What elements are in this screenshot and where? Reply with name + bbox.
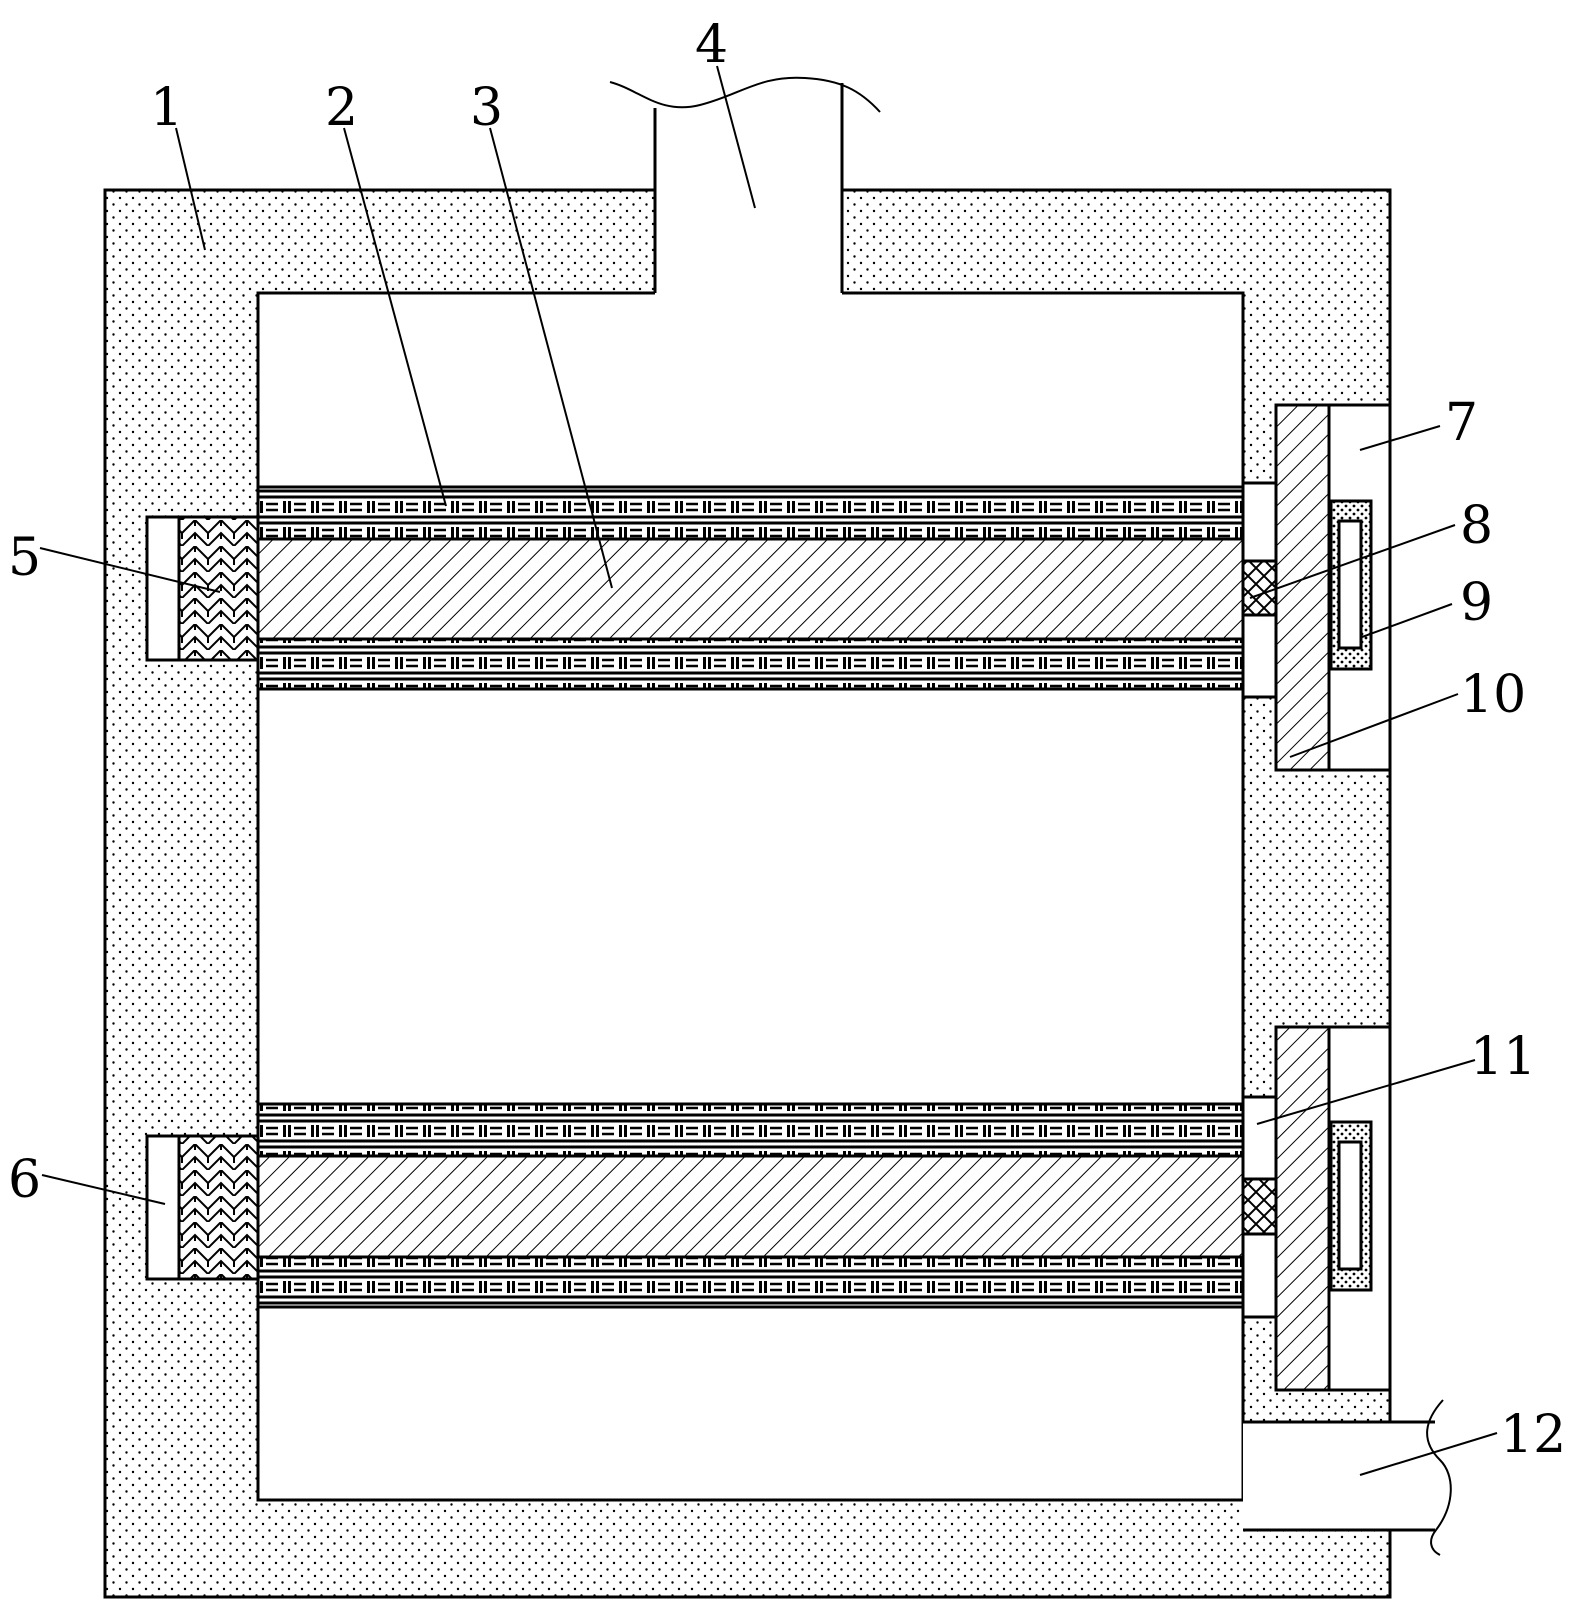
label-10: 10 [1460,665,1526,725]
label-3: 3 [470,78,503,138]
upper-right-spacer-b [1241,559,1278,617]
lower-clamp [1274,1025,1392,1392]
upper-filter-core [256,537,1245,641]
upper-left-plate [145,515,181,662]
inner-chamber [256,291,1245,1502]
label-2: 2 [325,78,358,138]
upper-right-spacer-a [1241,481,1278,563]
upper-mesh-top [256,485,1245,541]
label-5: 5 [8,528,41,588]
upper-clamp-slot [1337,519,1363,650]
label-1: 1 [150,78,183,138]
label-12: 12 [1500,1405,1566,1465]
lower-left-block [177,1134,260,1281]
reference-numerals: 1 2 3 4 5 6 7 8 9 10 11 12 [8,15,1566,1465]
upper-filter-assembly [145,481,1278,699]
label-9: 9 [1460,573,1493,633]
upper-mesh-bottom [256,637,1245,691]
label-11: 11 [1470,1027,1536,1087]
lower-filter-core [256,1154,1245,1259]
lower-right-spacer-c [1241,1232,1278,1319]
label-6: 6 [8,1150,41,1210]
lower-clamp-slot [1337,1140,1363,1271]
lower-mesh-top [256,1102,1245,1158]
lower-filter-assembly [145,1095,1278,1319]
label-8: 8 [1460,496,1493,556]
upper-clamp [1274,403,1392,772]
label-7: 7 [1445,393,1478,453]
upper-left-block [177,515,260,662]
lower-mesh-bottom [256,1255,1245,1309]
lower-left-plate [145,1134,181,1281]
lower-right-spacer-a [1241,1095,1278,1181]
upper-right-spacer-c [1241,613,1278,699]
lower-right-spacer-b [1241,1177,1278,1236]
label-4: 4 [695,15,728,75]
lower-clamp-bar [1274,1025,1331,1392]
outlet-pipe [1243,1399,1452,1556]
leader-lines [39,65,1498,1476]
upper-clamp-bar [1274,403,1331,772]
